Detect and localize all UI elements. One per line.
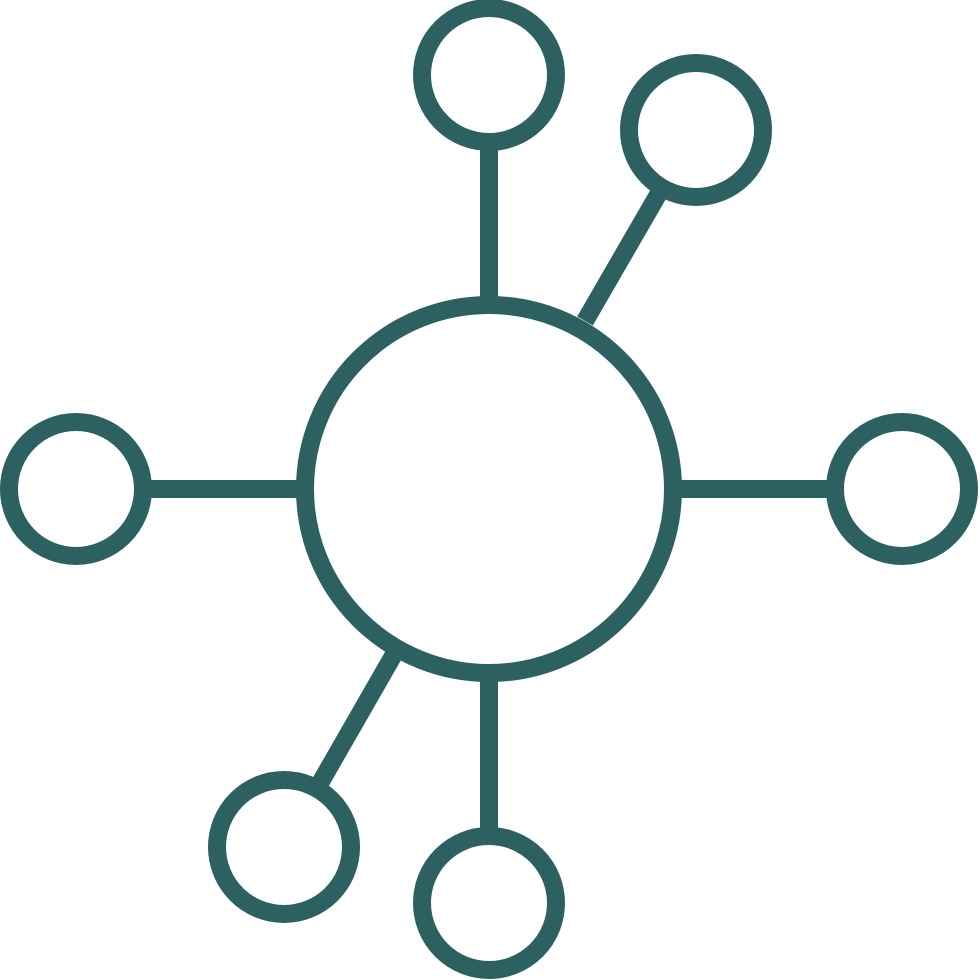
node-bottom [413, 827, 565, 979]
spoke-top-right [577, 188, 667, 326]
node-right [826, 413, 978, 565]
node-left [0, 413, 152, 565]
node-top [413, 0, 565, 151]
node-bottom-left [208, 771, 360, 923]
hub-circle [296, 296, 682, 682]
spoke-bottom-left [311, 651, 401, 790]
node-top-right [620, 54, 772, 206]
